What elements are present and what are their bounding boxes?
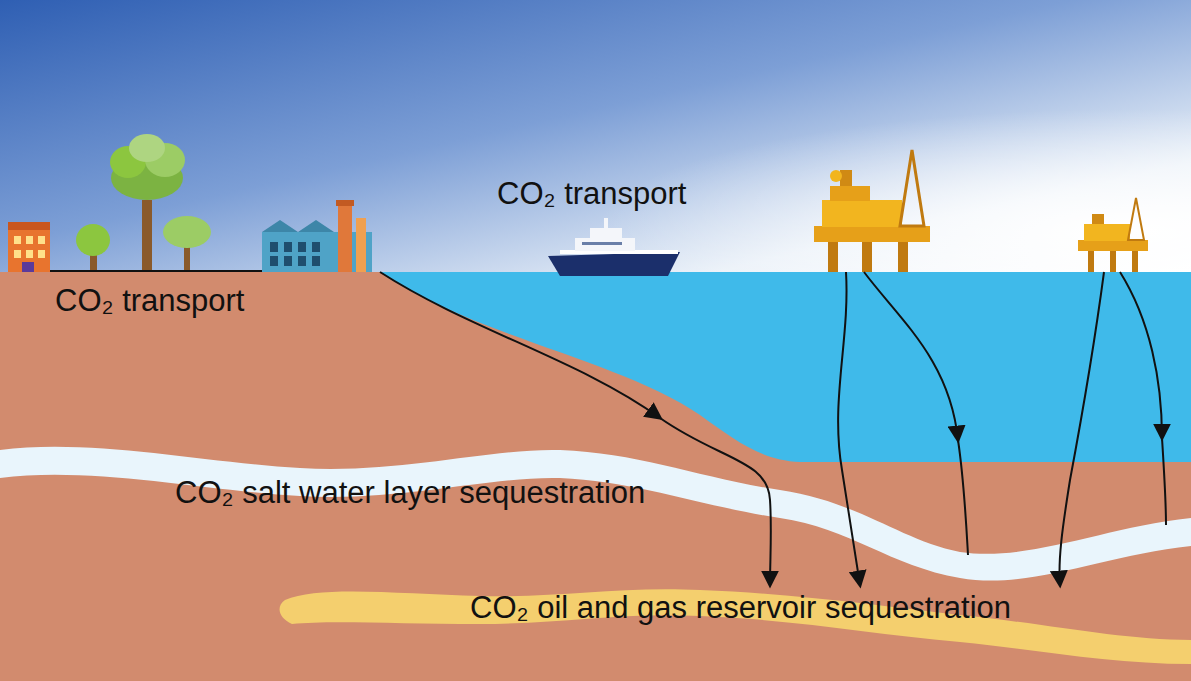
- factory: [336, 200, 354, 206]
- oil-platform-large: [862, 240, 872, 272]
- houses: [26, 236, 33, 244]
- injection-arrows: [838, 272, 860, 585]
- factory: [262, 220, 334, 232]
- oil-platform-small: [1078, 240, 1148, 251]
- salt-water-layer: [0, 447, 1191, 581]
- oil-platform-large: [822, 200, 902, 227]
- houses: [8, 228, 50, 272]
- factory: [262, 232, 372, 272]
- ship: [548, 252, 680, 276]
- oil-platform-large: [828, 240, 838, 272]
- factory: [298, 256, 306, 266]
- oil-platform-small: [1128, 198, 1144, 240]
- oil-platform-large: [814, 150, 930, 272]
- label-text: CO₂ transport: [55, 283, 244, 319]
- houses: [8, 222, 50, 230]
- factory: [284, 242, 292, 252]
- houses: [38, 250, 45, 258]
- factory: [298, 242, 306, 252]
- trees: [142, 200, 152, 272]
- oil-platform-small: [1110, 250, 1116, 272]
- factory: [312, 242, 320, 252]
- ship: [582, 242, 622, 245]
- houses: [26, 250, 33, 258]
- trees: [76, 224, 110, 256]
- factory: [356, 218, 366, 272]
- injection-arrows: [864, 272, 958, 440]
- injection-arrows: [660, 418, 771, 585]
- injection-arrows: [1059, 272, 1104, 585]
- houses: [14, 250, 21, 258]
- injection-arrows: [380, 272, 1166, 585]
- oil-platform-large: [814, 226, 930, 242]
- oil-gas-reservoir: [280, 589, 1191, 664]
- label-text: CO₂ salt water layer sequestration: [175, 475, 645, 511]
- houses: [14, 236, 21, 244]
- oil-platform-small: [1084, 224, 1130, 241]
- oil-platform-small: [1092, 214, 1104, 224]
- injection-arrows: [380, 272, 660, 418]
- oil-platform-small: [1088, 250, 1094, 272]
- trees: [76, 134, 211, 272]
- factory: [312, 256, 320, 266]
- sky: [0, 0, 1191, 272]
- land-pipeline: [50, 270, 262, 272]
- oil-platform-large: [898, 240, 908, 272]
- houses: [38, 236, 45, 244]
- trees: [129, 134, 165, 162]
- sea: [380, 272, 1191, 462]
- ship: [590, 228, 622, 239]
- factory: [270, 256, 278, 266]
- injection-arrows: [958, 440, 968, 555]
- ship: [604, 218, 608, 229]
- oil-platform-large: [830, 170, 842, 182]
- oil-platform-small: [1132, 250, 1138, 272]
- ship: [575, 238, 635, 251]
- ground: [0, 272, 1191, 681]
- oil-platform-large: [840, 170, 852, 186]
- injection-arrows: [1120, 272, 1162, 438]
- oil-platform-small: [1078, 198, 1148, 272]
- factory: [284, 256, 292, 266]
- houses: [8, 222, 50, 272]
- oil-platform-large: [830, 186, 870, 201]
- trees: [163, 216, 211, 248]
- ship: [548, 218, 680, 276]
- sky: [0, 0, 1191, 272]
- injection-arrows: [1162, 438, 1166, 525]
- label-text: CO₂ transport: [497, 176, 686, 212]
- oil-platform-large: [900, 150, 924, 226]
- factory: [262, 200, 372, 272]
- label-text: CO₂ oil and gas reservoir sequestration: [470, 590, 1011, 626]
- houses: [22, 262, 34, 272]
- factory: [270, 242, 278, 252]
- sky: [0, 0, 1191, 272]
- factory: [338, 205, 352, 272]
